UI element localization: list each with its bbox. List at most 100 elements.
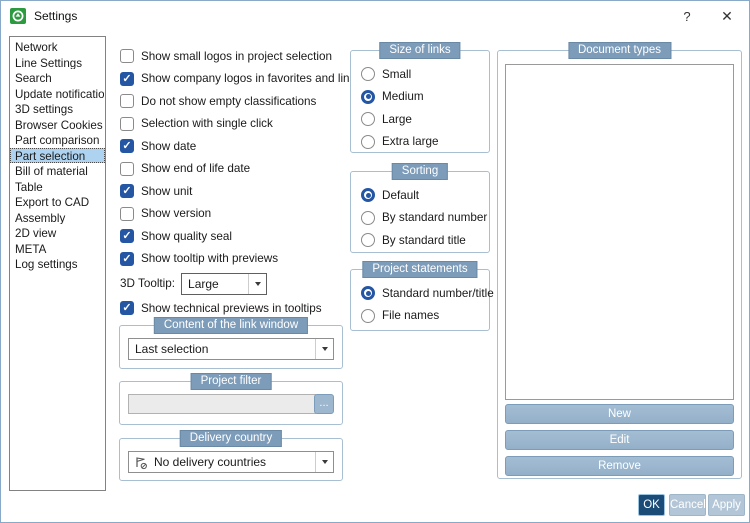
radio-button[interactable] — [361, 112, 375, 127]
checkbox[interactable] — [120, 206, 134, 221]
radio-label: Standard number/title — [382, 286, 494, 300]
ok-button[interactable]: OK — [638, 494, 665, 516]
3d-tooltip-row: 3D Tooltip: Large — [120, 270, 348, 297]
link-window-group: Content of the link window Last selectio… — [119, 317, 343, 369]
sidebar-item-search[interactable]: Search — [15, 72, 52, 85]
checkbox-label: Show technical previews in tooltips — [141, 301, 322, 315]
radio-button[interactable] — [361, 67, 375, 82]
radio-row[interactable]: By standard number — [361, 207, 487, 230]
chevron-down-icon[interactable] — [248, 273, 267, 294]
checkbox[interactable] — [120, 251, 134, 266]
document-types-list[interactable] — [505, 64, 734, 400]
radio-button[interactable] — [361, 210, 375, 225]
remove-button[interactable]: Remove — [505, 456, 734, 476]
project-filter-input[interactable] — [128, 394, 316, 414]
checkbox[interactable] — [120, 161, 134, 176]
radio-label: Extra large — [382, 135, 439, 149]
sorting-group: Sorting Default By standard number By st… — [350, 163, 490, 253]
checkbox-row[interactable]: Show quality seal — [120, 225, 348, 248]
checkbox[interactable] — [120, 49, 134, 64]
checkbox[interactable] — [120, 71, 134, 86]
radio-button[interactable] — [361, 188, 375, 203]
sidebar-item-part-comparison[interactable]: Part comparison — [15, 134, 100, 147]
checkbox[interactable] — [120, 301, 134, 316]
checkbox-row[interactable]: Do not show empty classifications — [120, 90, 348, 113]
checkbox-row[interactable]: Show tooltip with previews — [120, 248, 348, 271]
radio-button[interactable] — [361, 233, 375, 248]
checkbox-row[interactable]: Show end of life date — [120, 158, 348, 181]
group-title: Sorting — [391, 163, 449, 180]
radio-button[interactable] — [361, 286, 375, 301]
checkbox[interactable] — [120, 139, 134, 154]
sidebar-item-table[interactable]: Table — [15, 180, 43, 194]
radio-row[interactable]: Medium — [361, 86, 485, 109]
chevron-down-icon[interactable] — [315, 452, 333, 472]
link-window-value: Last selection — [135, 342, 209, 356]
radio-row[interactable]: Extra large — [361, 131, 485, 154]
window-title: Settings — [34, 9, 78, 23]
group-title: Project statements — [362, 261, 478, 278]
checkbox[interactable] — [120, 116, 134, 131]
project-filter-group: Project filter ... — [119, 373, 343, 425]
group-title: Size of links — [379, 42, 461, 59]
part-selection-options: Show small logos in project selection Sh… — [120, 45, 361, 320]
close-icon[interactable]: ✕ — [721, 7, 733, 24]
checkbox[interactable] — [120, 184, 134, 199]
sidebar-item-update-notification[interactable]: Update notification — [15, 87, 105, 101]
edit-button[interactable]: Edit — [505, 430, 734, 450]
size-of-links-group: Size of links Small Medium Large Extra l… — [350, 42, 490, 154]
sidebar-item-3d-settings[interactable]: 3D settings — [15, 103, 73, 116]
3d-tooltip-select[interactable]: Large — [181, 272, 268, 295]
checkbox-label: Do not show empty classifications — [141, 94, 317, 108]
radio-row[interactable]: File names — [361, 305, 485, 328]
sidebar-item-assembly[interactable]: Assembly — [15, 211, 66, 225]
sidebar-item-network[interactable]: Network — [15, 41, 58, 54]
document-types-group: Document types New Edit Remove — [497, 42, 742, 479]
sidebar-item-meta[interactable]: META — [15, 242, 47, 256]
cancel-button[interactable]: Cancel — [669, 494, 706, 516]
radio-label: File names — [382, 309, 440, 323]
sidebar-item-bill-of-material[interactable]: Bill of material — [15, 165, 88, 178]
checkbox-row[interactable]: Show date — [120, 135, 348, 158]
radio-row[interactable]: Small — [361, 63, 485, 86]
radio-row[interactable]: By standard title — [361, 229, 485, 252]
radio-row[interactable]: Large — [361, 108, 485, 131]
checkbox-row[interactable]: Show small logos in project selection — [120, 45, 348, 68]
sidebar-item-log-settings[interactable]: Log settings — [15, 258, 78, 271]
group-title: Project filter — [190, 373, 272, 390]
radio-row[interactable]: Default — [361, 184, 485, 207]
checkbox[interactable] — [120, 229, 134, 244]
sidebar-item-2d-view[interactable]: 2D view — [15, 227, 57, 240]
group-title: Content of the link window — [153, 317, 309, 334]
group-title: Delivery country — [179, 430, 283, 447]
checkbox[interactable] — [120, 94, 134, 109]
apply-button[interactable]: Apply — [708, 494, 745, 516]
radio-label: Medium — [382, 90, 424, 104]
checkbox-row[interactable]: Show technical previews in tooltips — [120, 297, 348, 320]
3d-tooltip-label: 3D Tooltip: — [120, 277, 176, 290]
checkbox-row[interactable]: Show unit — [120, 180, 348, 203]
delivery-country-select[interactable]: No delivery countries — [128, 451, 334, 473]
radio-button[interactable] — [361, 308, 375, 323]
sidebar-item-line-settings[interactable]: Line Settings — [15, 56, 83, 70]
checkbox-row[interactable]: Show company logos in favorites and link… — [120, 68, 361, 91]
new-button[interactable]: New — [505, 404, 734, 424]
chevron-down-icon[interactable] — [315, 339, 333, 359]
3d-tooltip-value: Large — [188, 276, 219, 291]
sidebar-item-part-selection[interactable]: Part selection — [10, 147, 105, 163]
sidebar-item-browser-cookies[interactable]: Browser Cookies — [15, 118, 103, 132]
radio-label: Large — [382, 112, 412, 126]
checkbox-label: Show company logos in favorites and link… — [141, 72, 362, 86]
no-flag-icon — [136, 457, 147, 470]
help-button[interactable]: ? — [683, 8, 691, 24]
project-statements-group: Project statements Standard number/title… — [350, 261, 494, 331]
delivery-country-value: No delivery countries — [154, 455, 267, 469]
radio-row[interactable]: Standard number/title — [361, 282, 494, 305]
radio-button[interactable] — [361, 89, 375, 104]
radio-button[interactable] — [361, 134, 375, 149]
checkbox-row[interactable]: Show version — [120, 203, 348, 226]
link-window-select[interactable]: Last selection — [128, 338, 334, 360]
sidebar-item-export-to-cad[interactable]: Export to CAD — [15, 196, 90, 209]
browse-button[interactable]: ... — [314, 394, 334, 414]
checkbox-row[interactable]: Selection with single click — [120, 113, 348, 136]
